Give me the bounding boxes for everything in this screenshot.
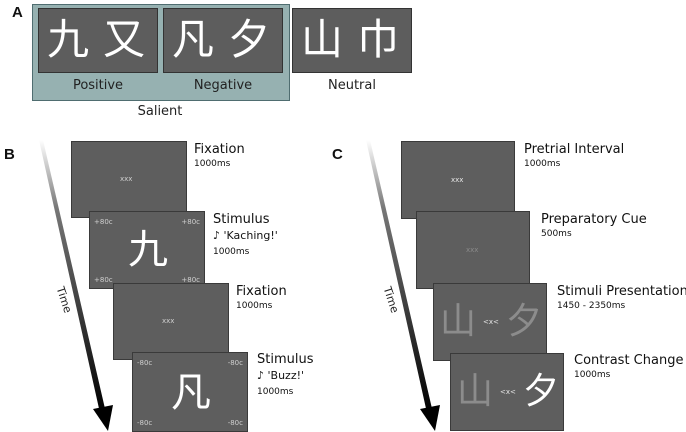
b-step-3-duration: 1000ms [236,301,273,311]
neutral-label: Neutral [328,78,376,93]
stimulus-char: 九 [128,227,168,273]
corner-label-bl: -80c [137,419,153,427]
preparatory-cue: xxx [466,246,479,254]
neutral-char-2: 巾 [357,15,400,64]
corner-label-br: -80c [227,419,243,427]
fixation-cross: xxx [120,175,133,183]
b-step-1-duration: 1000ms [194,159,231,169]
c-stimuli-screen: 山 <x< 夕 [433,283,547,361]
left-stimulus-char: 山 [457,371,494,412]
b-fixation-screen-1: xxx [71,141,187,218]
left-stimulus-char: 山 [440,301,477,342]
panel-a-letter: A [12,4,23,21]
b-step-2-sound: ♪ 'Kaching!' [213,229,278,242]
negative-char-2: 夕 [228,15,271,64]
c-step-3-title: Stimuli Presentation [557,284,686,299]
panel-b-letter: B [4,146,15,163]
b-step-2-title: Stimulus [213,212,270,227]
neutral-char-1: 山 [301,15,344,64]
c-step-1-title: Pretrial Interval [524,142,625,157]
negative-char-1: 凡 [172,15,215,64]
c-preparatory-screen: xxx [416,211,530,289]
c-step-1-duration: 1000ms [524,159,561,169]
negative-card: 凡 夕 [163,8,283,73]
b-fixation-screen-2: xxx [113,283,229,360]
c-pretrial-screen: xxx [401,141,515,219]
panel-b-time-arrow [39,140,113,431]
salient-label: Salient [137,104,183,119]
right-stimulus-char: 夕 [506,301,543,342]
positive-label: Positive [72,78,124,93]
c-contrast-change-screen: 山 <x< 夕 [450,353,564,431]
flanker-cue: <x< [500,388,516,396]
c-step-4-duration: 1000ms [574,370,611,380]
panel-c-time-arrow [366,140,440,431]
panel-c-letter: C [332,146,343,163]
corner-label-tl: +80c [94,218,113,226]
c-step-2-duration: 500ms [541,229,572,239]
fixation-cross: xxx [451,176,464,184]
fixation-cross: xxx [162,317,175,325]
flanker-cue: <x< [483,318,499,326]
b-step-1-title: Fixation [194,142,245,157]
b-stimulus-screen-1: +80c +80c +80c +80c 九 [89,211,205,289]
corner-label-br: +80c [181,276,200,284]
positive-char-2: 又 [103,15,146,64]
positive-char-1: 九 [47,15,90,64]
c-step-4-title: Contrast Change [574,353,684,368]
c-step-2-title: Preparatory Cue [541,212,647,227]
b-stimulus-screen-2: -80c -80c -80c -80c 凡 [132,352,248,432]
right-stimulus-char: 夕 [523,371,560,412]
stimulus-char: 凡 [171,370,211,416]
b-step-4-title: Stimulus [257,352,314,367]
c-step-3-duration: 1450 - 2350ms [557,301,626,311]
corner-label-tr: +80c [181,218,200,226]
b-step-3-title: Fixation [236,284,287,299]
negative-label: Negative [193,78,253,93]
b-step-4-sound: ♪ 'Buzz!' [257,369,305,382]
corner-label-tr: -80c [227,359,243,367]
b-step-2-duration: 1000ms [213,247,250,257]
b-step-4-duration: 1000ms [257,387,294,397]
corner-label-bl: +80c [94,276,113,284]
positive-card: 九 又 [38,8,158,73]
corner-label-tl: -80c [137,359,153,367]
neutral-card: 山 巾 [292,8,412,73]
